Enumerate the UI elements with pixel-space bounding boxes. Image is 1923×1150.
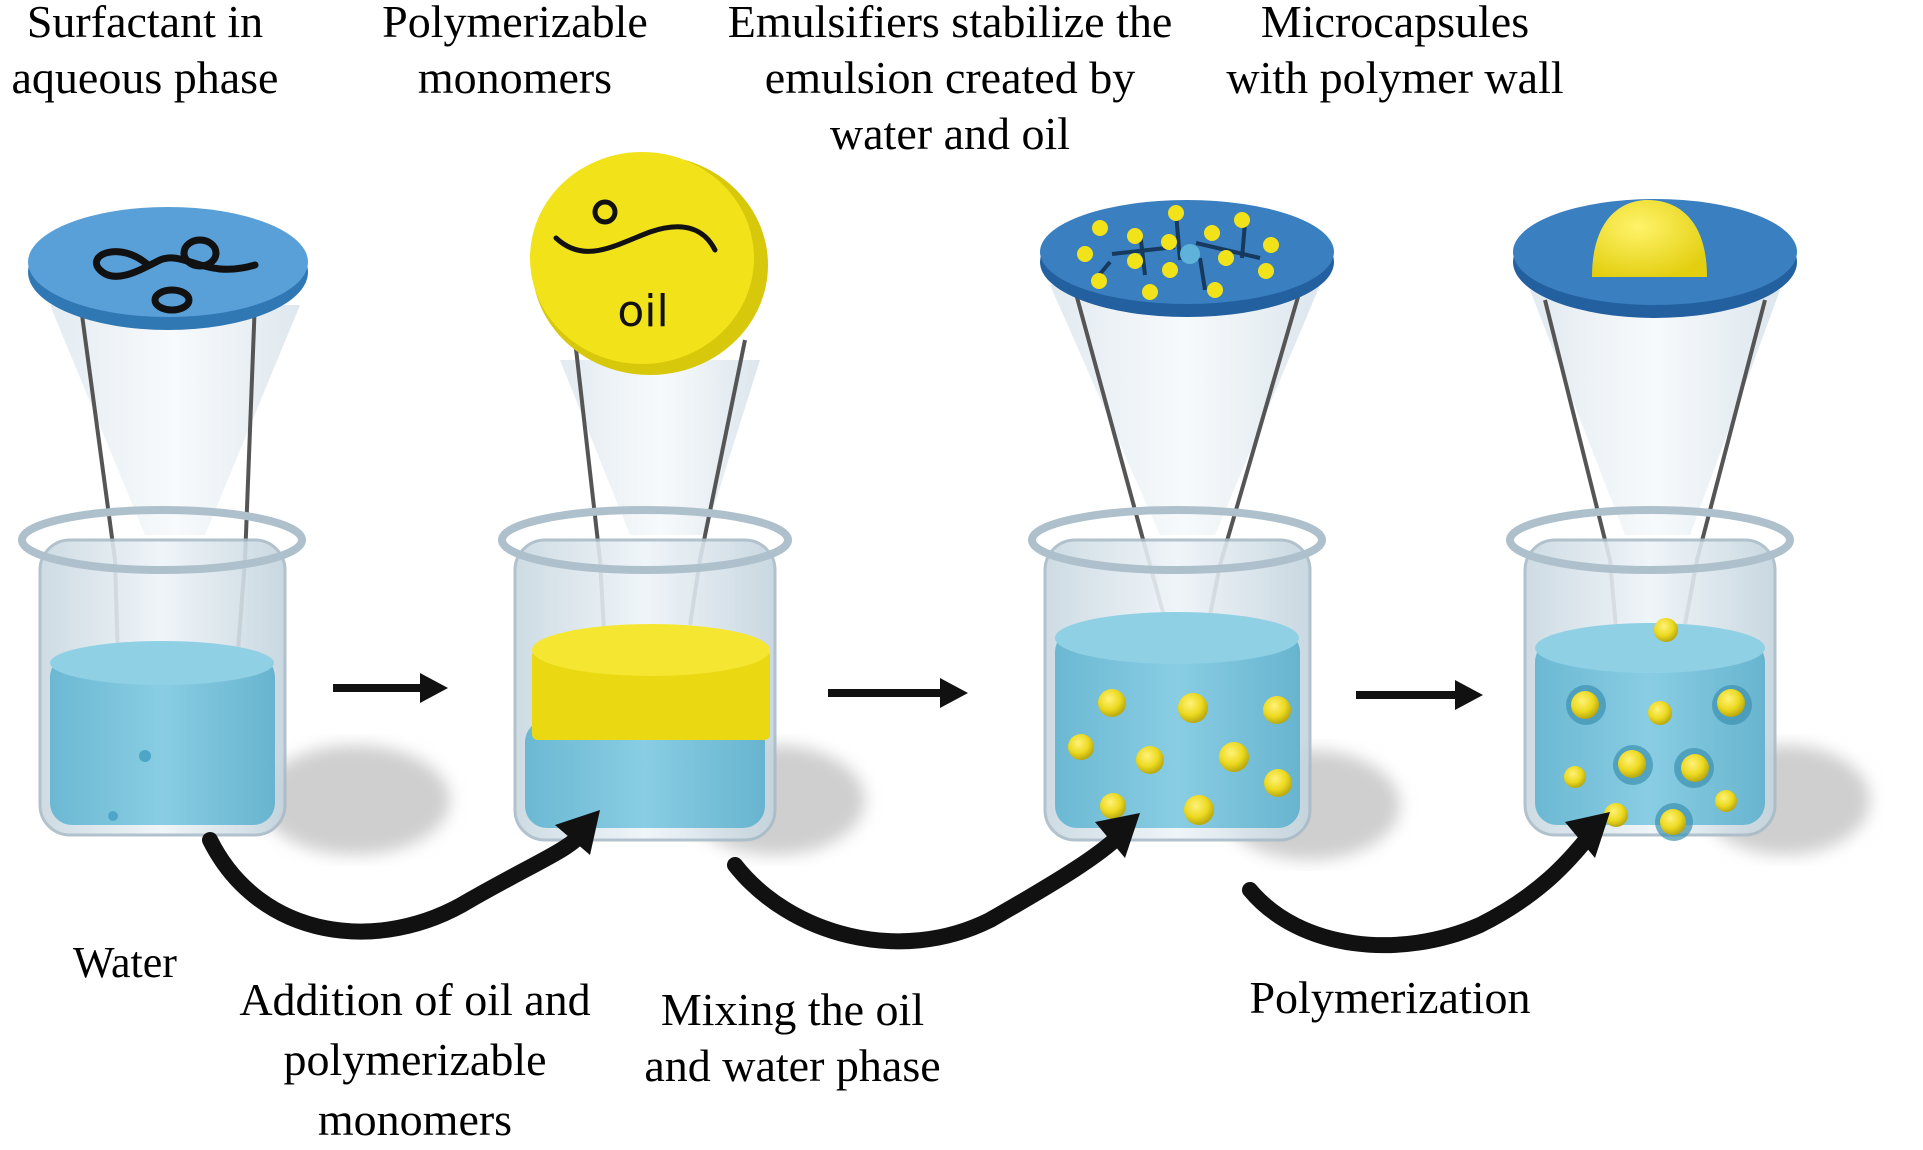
- water-fill: [525, 720, 765, 828]
- lid-top: [28, 207, 308, 317]
- caption-emulsion: Emulsifiers stabilize the emulsion creat…: [727, 0, 1173, 159]
- step-label-addition: Addition of oil and polymerizable monome…: [239, 974, 591, 1145]
- beaker-rim: [498, 506, 792, 574]
- lid-top: [530, 152, 754, 364]
- droplet: [139, 750, 151, 762]
- step-label-mixing: Mixing the oil and water phase: [644, 984, 941, 1091]
- oil-surface: [532, 624, 770, 676]
- oil-droplets: [1068, 689, 1292, 825]
- water-surface: [1055, 612, 1299, 664]
- microcapsule-dome-icon: [1592, 200, 1707, 277]
- beaker-rim: [1506, 506, 1794, 574]
- funnel-cone: [1050, 285, 1320, 535]
- caption-surfactant: Surfactant in aqueous phase: [11, 0, 279, 103]
- oil-lid-label: oil: [617, 286, 668, 337]
- water-surface: [1535, 623, 1765, 673]
- funnel-cone: [50, 305, 300, 535]
- emulsifier-droplets-icon: [1077, 205, 1279, 300]
- water-fill: [1055, 630, 1300, 828]
- beaker-surfactant: [18, 207, 450, 855]
- beaker-rim: [18, 506, 306, 574]
- curved-arrow-icon: [1242, 812, 1610, 954]
- arrow-right-icon: [1356, 680, 1483, 710]
- funnel-cone: [560, 360, 760, 535]
- beaker-emulsion: [1028, 200, 1400, 860]
- surfactant-molecule-icon: [93, 236, 259, 314]
- caption-microcapsules: Microcapsules with polymer wall: [1226, 0, 1564, 103]
- step-label-polymerization: Polymerization: [1249, 972, 1531, 1023]
- curved-arrow-icon: [727, 813, 1140, 950]
- step-label-water: Water: [73, 938, 177, 987]
- beaker-microcapsules: [1506, 199, 1870, 855]
- caption-monomers: Polymerizable monomers: [382, 0, 648, 103]
- microcapsules: [1564, 618, 1752, 841]
- oil-monomer-icon: [553, 199, 718, 254]
- droplet: [108, 811, 118, 821]
- beaker-rim: [1028, 506, 1326, 574]
- curved-arrow-icon: [202, 810, 600, 940]
- beaker-shadow: [260, 745, 450, 855]
- beaker-monomers: oil: [498, 152, 865, 855]
- water-surface: [50, 641, 274, 685]
- arrow-right-icon: [333, 673, 448, 703]
- water-fill: [50, 655, 275, 825]
- funnel-cone: [1530, 290, 1780, 535]
- arrow-right-icon: [828, 678, 968, 708]
